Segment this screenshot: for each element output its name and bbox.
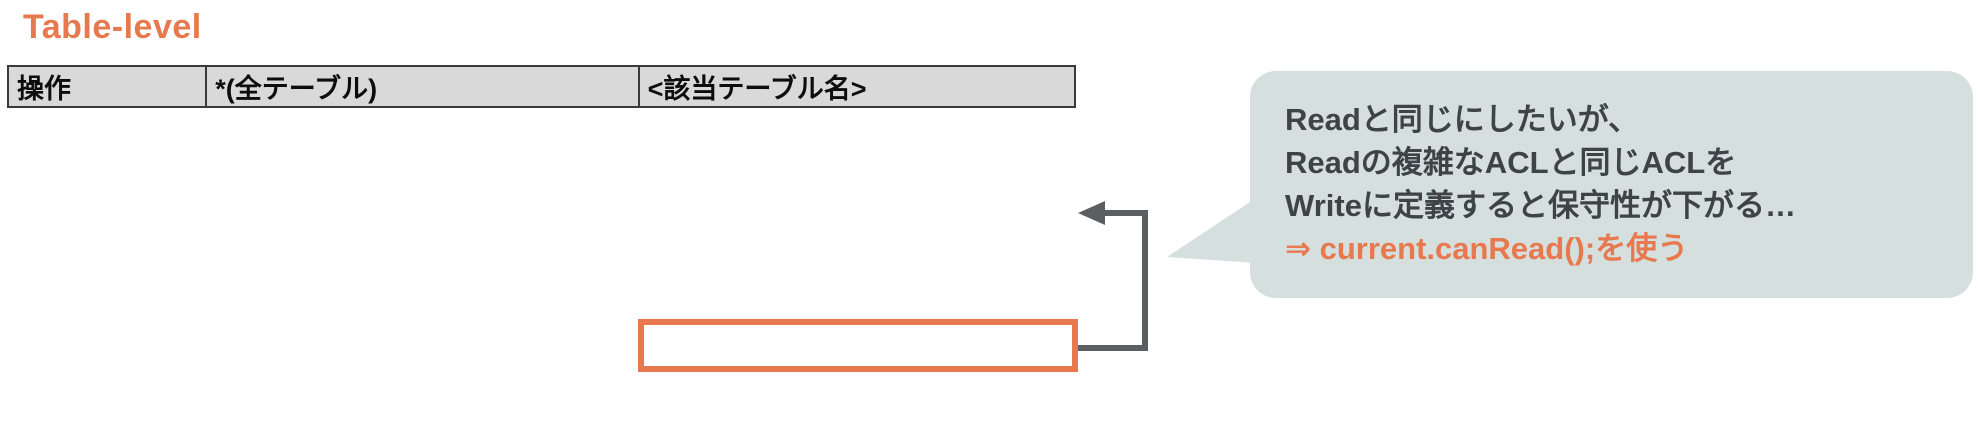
callout-tail <box>1167 198 1256 263</box>
table-header-all-tables: *(全テーブル) <box>205 67 637 106</box>
connector-line <box>1078 210 1148 351</box>
callout-line-4-solution: ⇒ current.canRead();を使う <box>1285 231 1689 266</box>
callout-line-3: Writeに定義すると保守性が下がる… <box>1285 188 1796 223</box>
callout-line-1: Readと同じにしたいが、 <box>1285 102 1640 137</box>
highlight-box <box>638 319 1078 372</box>
page-title: Table-level <box>23 8 202 46</box>
connector-arrowhead-icon <box>1078 201 1105 225</box>
table-header-operation: 操作 <box>17 74 71 104</box>
callout-line-2: Readの複雑なACLと同じACLを <box>1285 145 1737 180</box>
callout-bubble: Readと同じにしたいが、 Readの複雑なACLと同じACLを Writeに定… <box>1250 71 1973 298</box>
table-header-target-table-name: <該当テーブル名> <box>637 67 1074 106</box>
acl-table-header-row: 操作 *(全テーブル) <該当テーブル名> <box>7 65 1076 108</box>
